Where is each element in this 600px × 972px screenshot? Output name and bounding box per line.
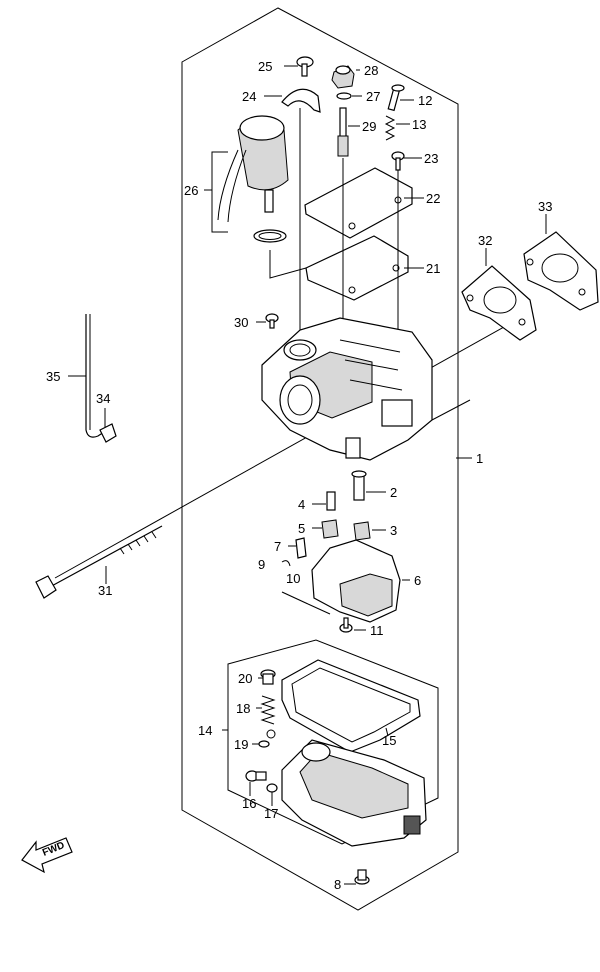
needle-valve-7 — [295, 537, 307, 559]
axis-line — [54, 317, 521, 579]
float-bowl-group-outline — [227, 639, 439, 845]
callouts: 1 2 3 4 5 6 7 8 9 10 11 12 13 14 15 16 1… — [46, 59, 552, 892]
gasket-15 — [281, 659, 421, 753]
callout-10: 10 — [286, 571, 300, 586]
callout-31: 31 — [98, 583, 112, 598]
callout-26: 26 — [184, 183, 198, 198]
callout-25: 25 — [258, 59, 272, 74]
callout-11: 11 — [370, 623, 384, 638]
clip-34 — [99, 423, 117, 443]
gasket-32 — [461, 265, 537, 341]
callout-15: 15 — [382, 733, 396, 748]
screw-25 — [296, 56, 314, 77]
callout-33: 33 — [538, 199, 552, 214]
callout-35: 35 — [46, 369, 60, 384]
callout-1: 1 — [476, 451, 483, 466]
pin-10 — [281, 591, 309, 605]
screw-19 — [258, 740, 270, 748]
plug-20 — [260, 669, 276, 685]
bolt-31 — [35, 525, 163, 599]
bolt-8 — [354, 869, 370, 885]
fwd-arrow-icon: FWD — [21, 837, 73, 874]
callout-20: 20 — [238, 671, 252, 686]
nozzle-5 — [321, 519, 339, 539]
callout-3: 3 — [390, 523, 397, 538]
screw-11 — [339, 617, 353, 633]
callout-32: 32 — [478, 233, 492, 248]
jet-4 — [326, 491, 336, 511]
gasket-21 — [305, 235, 409, 301]
spring-13 — [384, 115, 396, 141]
rod-35 — [85, 314, 105, 438]
o-ring-17 — [266, 783, 278, 793]
callout-30: 30 — [234, 315, 248, 330]
callout-21: 21 — [426, 261, 440, 276]
callout-12: 12 — [418, 93, 432, 108]
callout-16: 16 — [242, 796, 256, 811]
callout-2: 2 — [390, 485, 397, 500]
callout-29: 29 — [362, 119, 376, 134]
callout-7: 7 — [274, 539, 281, 554]
valve-26 — [211, 115, 289, 243]
callout-8: 8 — [334, 877, 341, 892]
plate-22 — [304, 167, 413, 239]
nozzle-3 — [353, 521, 371, 541]
gasket-33 — [523, 231, 599, 311]
o-ring-27 — [336, 92, 352, 100]
callout-13: 13 — [412, 117, 426, 132]
callout-28: 28 — [364, 63, 378, 78]
bracket-24 — [281, 88, 321, 113]
callout-14: 14 — [198, 723, 212, 738]
callout-17: 17 — [264, 806, 278, 821]
callout-24: 24 — [242, 89, 256, 104]
needle-29 — [337, 107, 349, 157]
spring-18 — [260, 695, 276, 725]
callout-9: 9 — [258, 557, 265, 572]
clip-9 — [281, 560, 291, 567]
callout-19: 19 — [234, 737, 248, 752]
callout-4: 4 — [298, 497, 305, 512]
screw-16 — [245, 770, 267, 782]
callout-23: 23 — [424, 151, 438, 166]
screw-23 — [391, 151, 405, 171]
callout-6: 6 — [414, 573, 421, 588]
screw-30 — [265, 313, 279, 329]
float-6 — [311, 539, 401, 623]
cap-28 — [331, 65, 355, 89]
leader-lines — [68, 65, 547, 885]
callout-18: 18 — [236, 701, 250, 716]
callout-22: 22 — [426, 191, 440, 206]
assembly-outline — [181, 7, 459, 911]
float-bowl — [281, 739, 427, 847]
callout-27: 27 — [366, 89, 380, 104]
carburetor-body-1 — [261, 317, 471, 461]
jet-2 — [351, 470, 367, 501]
callout-34: 34 — [96, 391, 110, 406]
screw-12 — [387, 84, 405, 112]
callout-5: 5 — [298, 521, 305, 536]
